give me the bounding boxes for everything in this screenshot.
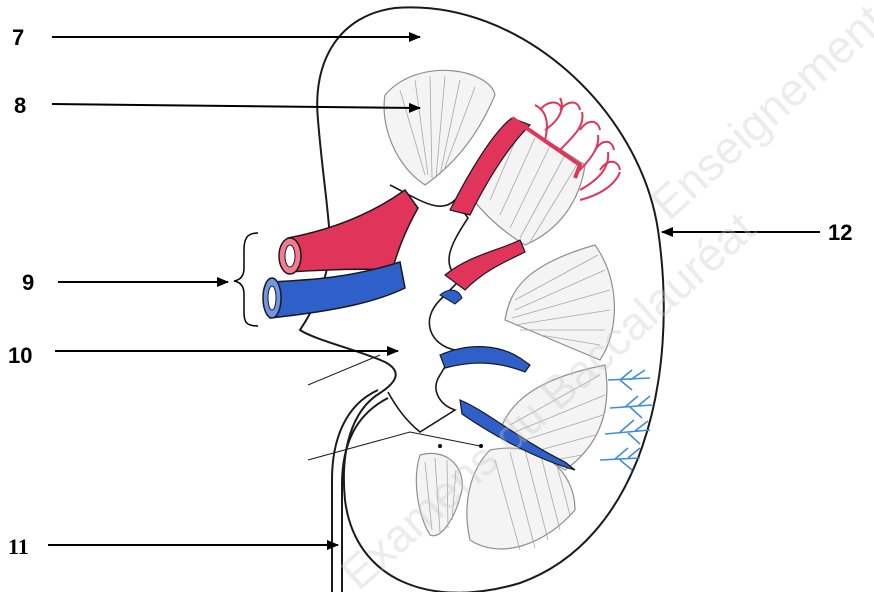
label-12: 12: [828, 222, 852, 244]
pelvis-leader-line: [308, 355, 380, 385]
label-11: 11: [8, 536, 29, 558]
label-7: 7: [12, 27, 24, 49]
label-10: 10: [8, 345, 32, 367]
bracket-9: [234, 233, 258, 326]
label-8: 8: [14, 95, 26, 117]
label-9: 9: [22, 272, 34, 294]
